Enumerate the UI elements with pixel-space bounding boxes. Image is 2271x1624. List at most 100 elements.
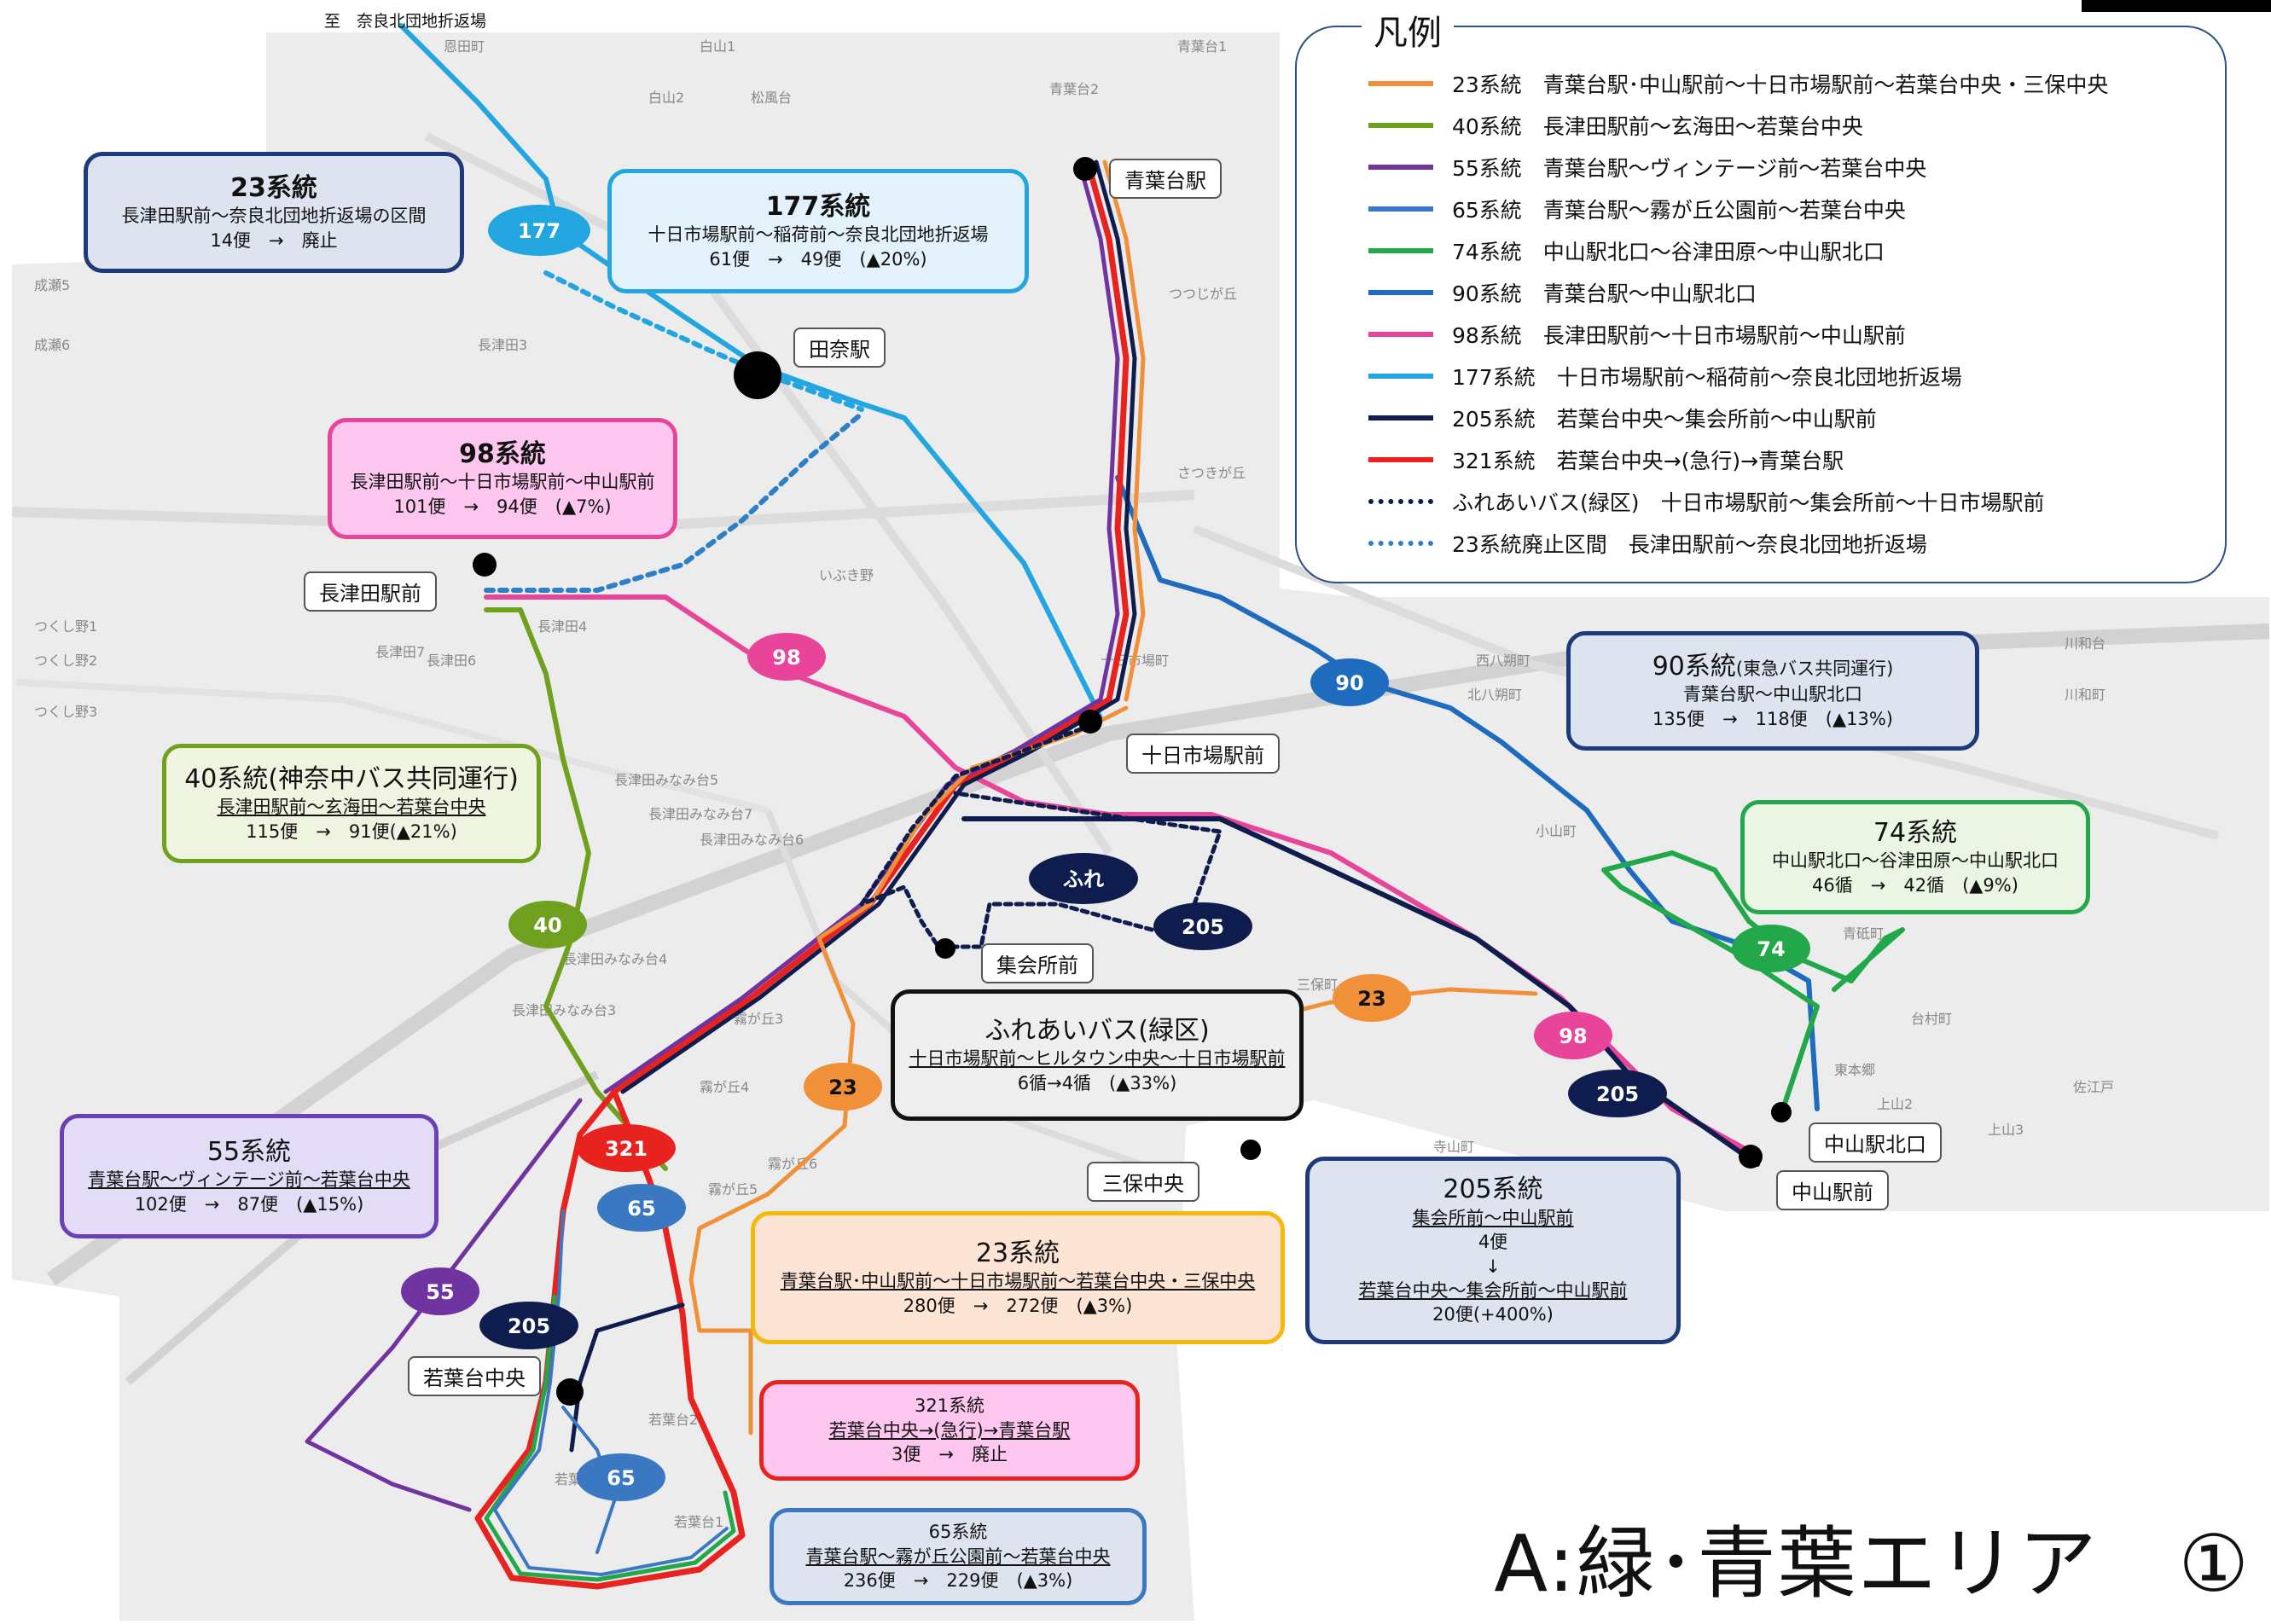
legend-item: ふれあいバス(緑区) 十日市場駅前～集会所前～十日市場駅前: [1368, 484, 2045, 519]
route-badge-label: 23: [828, 1076, 857, 1099]
card-line1: 青葉台駅～中山駅北口: [1683, 684, 1862, 705]
route-badge-r177: [488, 205, 590, 256]
card-title: 177系統: [765, 191, 871, 222]
route-badge-r90: [1310, 658, 1389, 706]
card-title-row: 90系統(東急バス共同運行): [1583, 651, 1963, 683]
station-label: 中山駅前: [1776, 1170, 1889, 1210]
legend-item: 23系統廃止区間 長津田駅前～奈良北団地折返場: [1368, 526, 1927, 560]
route-badge-label: ふれ: [1063, 867, 1104, 891]
station-label: 十日市場駅前: [1126, 734, 1280, 774]
legend-label: 55系統 青葉台駅～ヴィンテージ前～若葉台中央: [1452, 156, 1927, 181]
card-line1: 中山駅北口～谷津田原～中山駅北口: [1772, 850, 2059, 872]
station-dot-tana: [734, 351, 781, 399]
card-line2: 115便 → 91便(▲21%): [246, 821, 457, 842]
map-place-label: 小山町: [1536, 823, 1577, 839]
card-line2: 4便: [1478, 1232, 1508, 1253]
legend-item: 90系統 青葉台駅～中山駅北口: [1368, 276, 1757, 310]
station-label: 田奈駅: [793, 328, 886, 368]
card-title: 90系統: [1652, 651, 1736, 682]
card-74: 74系統 中山駅北口～谷津田原～中山駅北口 46循 → 42循 (▲9%): [1740, 800, 2090, 914]
map-place-label: つつじが丘: [1169, 286, 1237, 302]
legend-swatch: [1368, 374, 1433, 379]
route-badge-label: 205: [1596, 1082, 1639, 1106]
legend-title: 凡例: [1362, 5, 1454, 55]
card-title: 55系統: [206, 1136, 292, 1167]
route-badge-label: 321: [605, 1137, 648, 1161]
card-line1: 長津田駅前～玄海田～若葉台中央: [217, 797, 486, 818]
card-line1: 長津田駅前～十日市場駅前～中山駅前: [350, 472, 655, 493]
card-65: 65系統 青葉台駅～霧が丘公園前～若葉台中央 236便 → 229便 (▲3%): [770, 1508, 1147, 1605]
card-177: 177系統 十日市場駅前～稲荷前～奈良北団地折返場 61便 → 49便 (▲20…: [607, 169, 1029, 293]
map-place-label: 白山2: [648, 90, 684, 106]
card-98: 98系統 長津田駅前～十日市場駅前～中山駅前 101便 → 94便 (▲7%): [328, 418, 677, 539]
station-markers: [473, 157, 1792, 1406]
route-177: [398, 23, 1103, 721]
route-177-abolished: [543, 270, 864, 412]
legend-item: 205系統 若葉台中央～集会所前～中山駅前: [1368, 401, 1877, 435]
card-line1: 十日市場駅前～ヒルタウン中央～十日市場駅前: [909, 1048, 1286, 1070]
legend-swatch: [1368, 248, 1433, 253]
station-label: 青葉台駅: [1109, 159, 1222, 199]
route-badge-label: 98: [772, 646, 800, 670]
route-badge-r65b: [577, 1453, 665, 1501]
map-place-label: つくし野2: [34, 652, 97, 669]
card-title: 65系統: [928, 1522, 988, 1543]
route-trunk-navy: [620, 160, 1137, 1094]
card-title: 205系統: [1443, 1174, 1543, 1205]
map-place-label: 北八朔町: [1467, 687, 1522, 703]
map-place-label: 川和台: [2065, 635, 2105, 652]
map-place-label: 川和町: [2065, 687, 2105, 703]
map-place-label: 上山2: [1877, 1096, 1913, 1112]
map-place-label: 白山1: [700, 38, 735, 55]
route-badge-label: 74: [1757, 937, 1785, 961]
route-badge-r40: [508, 901, 587, 948]
legend-label: 177系統 十日市場駅前～稲荷前～奈良北団地折返場: [1452, 365, 1962, 390]
card-line1: 青葉台駅･中山駅前～十日市場駅前～若葉台中央・三保中央: [780, 1271, 1256, 1292]
route-205-south: [569, 1302, 685, 1453]
corner-bar: [2082, 0, 2271, 12]
route-badge-r55: [401, 1267, 479, 1315]
legend-item: 74系統 中山駅北口～谷津田原～中山駅北口: [1368, 234, 1885, 268]
station-dot-nakayama-north: [1771, 1102, 1792, 1122]
card-line1: 若葉台中央→(急行)→青葉台駅: [828, 1419, 1071, 1441]
legend-label: 40系統 長津田駅前～玄海田～若葉台中央: [1452, 114, 1863, 139]
map-place-label: 三保町: [1297, 977, 1338, 993]
route-badge-r23a: [1333, 974, 1411, 1022]
card-line2: 3便 → 廃止: [892, 1444, 1008, 1465]
card-title: 23系統: [975, 1238, 1060, 1268]
legend-label: 98系統 長津田駅前～十日市場駅前～中山駅前: [1452, 323, 1906, 348]
legend-swatch: [1368, 290, 1433, 295]
card-line2: 6循→4循 (▲33%): [1017, 1072, 1177, 1093]
route-badge-label: 205: [508, 1314, 550, 1338]
route-badge-r205b: [1568, 1070, 1667, 1117]
card-line2: 46循 → 42循 (▲9%): [1812, 874, 2018, 896]
station-dot-nagatsuta: [473, 553, 497, 577]
route-badge-label: 65: [607, 1466, 635, 1490]
legend-item: 177系統 十日市場駅前～稲荷前～奈良北団地折返場: [1368, 359, 1962, 393]
card-23-main: 23系統 青葉台駅･中山駅前～十日市場駅前～若葉台中央・三保中央 280便 → …: [751, 1211, 1285, 1344]
map-place-label: 長津田みなみ台4: [563, 951, 667, 967]
legend-item: 55系統 青葉台駅～ヴィンテージ前～若葉台中央: [1368, 150, 1926, 184]
map-place-label: 松風台: [751, 90, 792, 106]
map-place-label: 長津田みなみ台7: [648, 806, 752, 822]
station-label: 中山駅北口: [1809, 1122, 1942, 1163]
route-badge-label: 205: [1182, 915, 1224, 939]
station-label: 若葉台中央: [408, 1356, 541, 1396]
card-line4: 若葉台中央～集会所前～中山駅前: [1358, 1279, 1628, 1301]
legend-item: 65系統 青葉台駅～霧が丘公園前～若葉台中央: [1368, 192, 1906, 226]
route-badge-label: 23: [1357, 987, 1385, 1011]
route-55: [305, 1098, 583, 1512]
legend-swatch: [1368, 332, 1433, 337]
map-place-label: 成瀬6: [34, 337, 70, 353]
map-place-label: 霧が丘3: [734, 1011, 783, 1027]
route-badge-r321: [577, 1124, 676, 1172]
map-place-label: 長津田みなみ台5: [614, 772, 718, 788]
map-place-label: 恩田町: [444, 38, 485, 55]
legend-swatch: [1368, 415, 1433, 420]
card-line2: 236便 → 229便 (▲3%): [843, 1570, 1073, 1592]
station-dot-nakayama: [1739, 1145, 1763, 1169]
map-place-label: 上山3: [1988, 1122, 2024, 1138]
map-place-label: 長津田7: [375, 644, 425, 660]
card-line2: 14便 → 廃止: [210, 229, 338, 251]
